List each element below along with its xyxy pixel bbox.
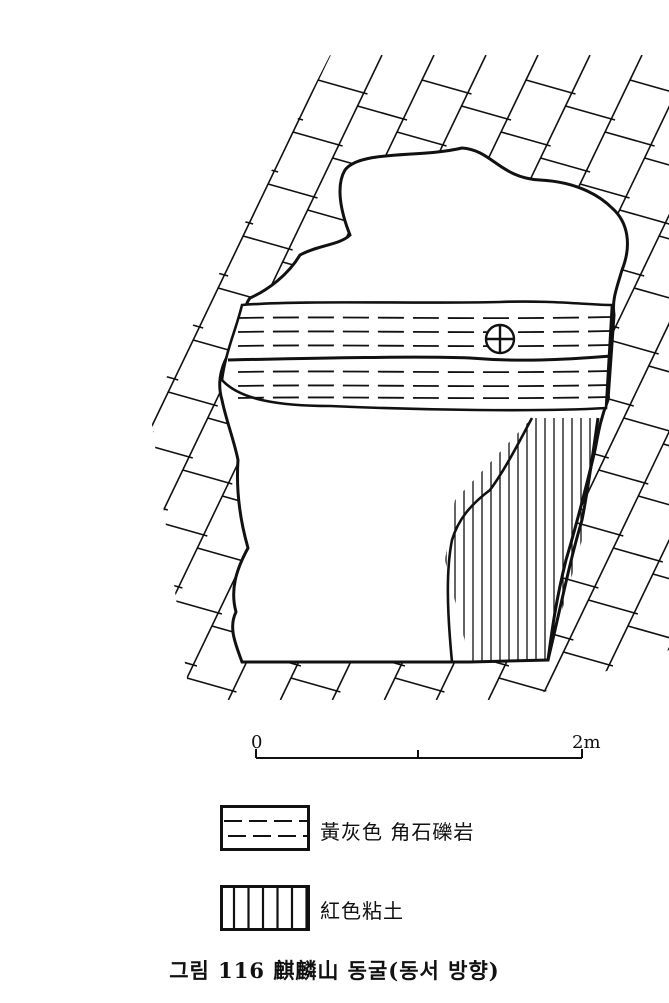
legend-label-breccia: 黃灰色 角石礫岩 <box>320 820 475 844</box>
cave-cross-section <box>150 55 669 700</box>
figure-caption: 그림 116 麒麟山 동굴(동서 방향) <box>169 958 500 983</box>
breccia-layer <box>220 300 614 412</box>
sample-marker-icon <box>484 323 516 355</box>
legend-swatch-dashed <box>220 805 310 851</box>
legend-swatch-vertical <box>220 885 310 931</box>
red-clay-boundary <box>446 417 534 663</box>
scale-zero-label: 0 <box>251 732 263 753</box>
cave-right-wall <box>546 417 600 661</box>
scale-end-label: 2m <box>572 732 601 753</box>
legend-label-red-clay: 紅色粘土 <box>320 899 404 923</box>
scale-bar: 0 2m <box>0 730 669 770</box>
